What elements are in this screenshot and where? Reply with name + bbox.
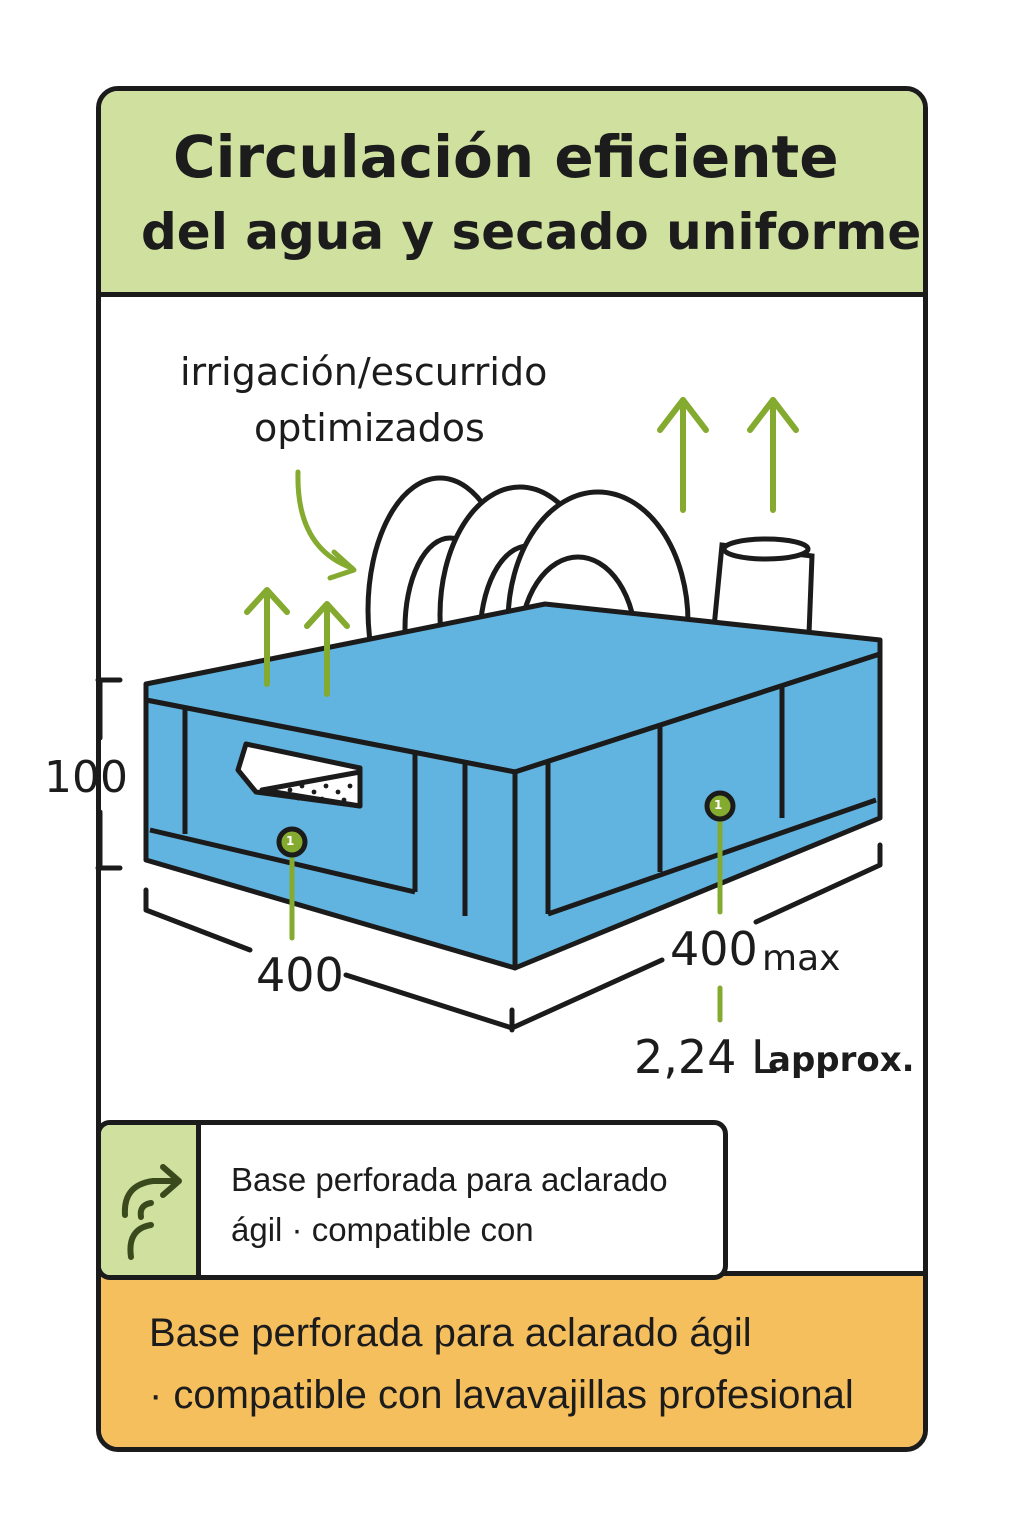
height-dimension-bracket	[95, 677, 123, 871]
title-line-2: del agua y secado uniforme	[141, 203, 922, 261]
perforation-dots	[287, 783, 353, 803]
up-arrow-icon	[244, 587, 290, 687]
up-arrow-icon	[657, 397, 709, 513]
title-line-1: Circulación eficiente	[173, 123, 839, 191]
footer-line-1: Base perforada para aclarado ágil	[149, 1311, 752, 1355]
crate	[143, 601, 883, 971]
up-arrow-icon	[747, 397, 799, 513]
marker-label: 1	[714, 798, 723, 812]
callout-arrow-icon	[295, 469, 357, 581]
marker-label: 1	[286, 834, 295, 848]
header-banner: Circulación eficiente del agua y secado …	[101, 91, 923, 297]
crate-ribs	[149, 686, 877, 917]
length-dimension-suffix: max	[762, 938, 841, 979]
up-arrow-icon	[304, 601, 350, 697]
feature-note-box: Base perforada para aclarado ágil · comp…	[96, 1120, 728, 1280]
callout-line-1: irrigación/escurrido	[180, 350, 548, 394]
length-dimension-label: 400	[670, 922, 758, 976]
marker-dots	[276, 790, 736, 858]
footer-banner: Base perforada para aclarado ágil · comp…	[101, 1271, 923, 1447]
note-line-2: ágil · compatible con	[231, 1211, 534, 1248]
height-dimension-label: 100	[44, 752, 128, 803]
note-icon-cell	[101, 1125, 201, 1275]
length-dimension-line	[509, 842, 883, 1031]
crate-right-face	[512, 651, 883, 971]
curved-arrow-icon	[121, 1164, 182, 1260]
airflow-arrows	[244, 397, 799, 697]
volume-suffix: approx.	[768, 1040, 915, 1080]
footer-line-2: · compatible con lavavajillas profesiona…	[149, 1373, 854, 1417]
width-dimension-label: 400	[256, 948, 344, 1002]
marker-leaders	[289, 819, 723, 1023]
note-line-1: Base perforada para aclarado	[231, 1161, 668, 1198]
callout-line-2: optimizados	[254, 406, 485, 450]
volume-label: 2,24 L	[634, 1030, 777, 1084]
